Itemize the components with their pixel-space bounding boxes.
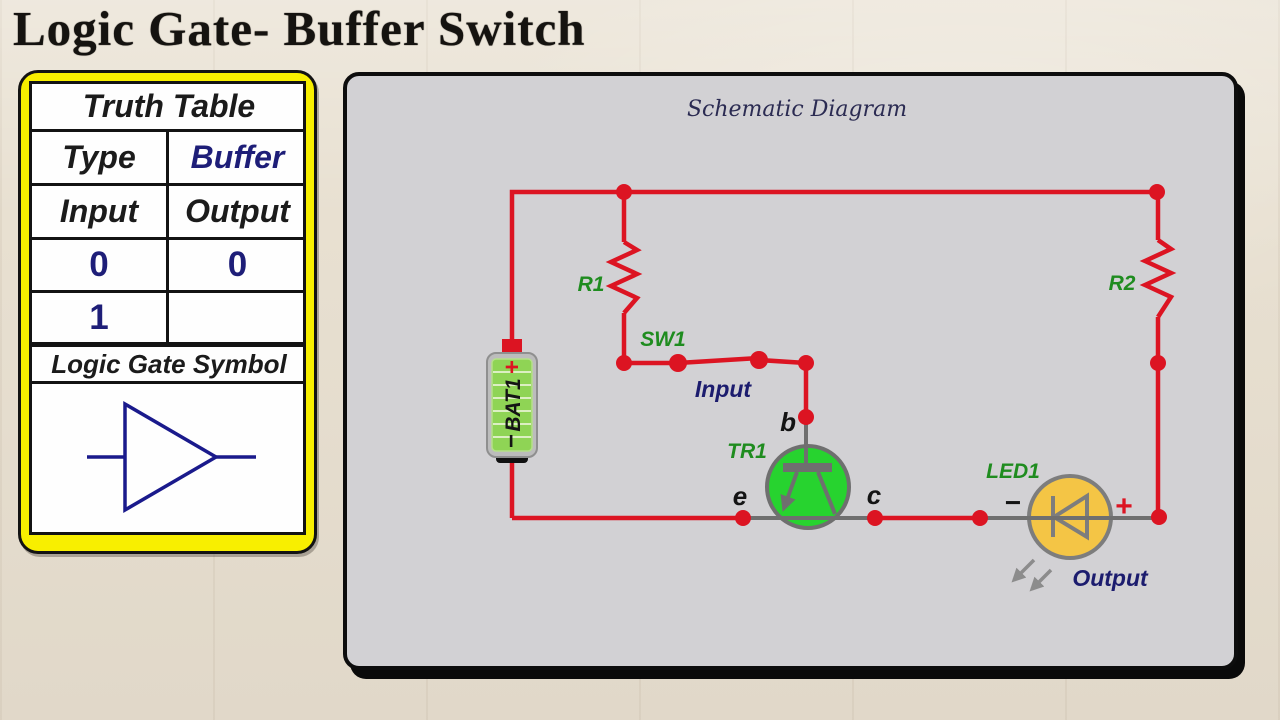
battery-label: BAT1 <box>502 378 525 431</box>
transistor-tr1-label: TR1 <box>727 440 767 463</box>
base-node-dot <box>798 409 814 425</box>
gate-type-value: Buffer <box>190 139 285 175</box>
input-value-0: 0 <box>89 245 109 284</box>
battery-cell-lines <box>493 371 531 438</box>
output-column-header: Output <box>185 193 290 229</box>
resistor-r1-zigzag <box>605 240 643 315</box>
truth-table-panel: Truth Table Type Buffer Input Output 0 0… <box>18 70 317 554</box>
output-label: Output <box>1072 565 1149 591</box>
battery-cell-area <box>491 358 533 452</box>
led-minus-sign: − <box>1005 487 1021 518</box>
logic-gate-symbol-cell <box>32 384 306 532</box>
emitter-pin-label: e <box>733 481 747 511</box>
schematic-panel: Schematic Diagram <box>343 72 1238 670</box>
circuit-diagram: Schematic Diagram <box>486 97 1177 592</box>
type-label: Type <box>62 139 136 175</box>
truth-table-header-row: Truth Table <box>32 84 306 132</box>
led-cathode-dot <box>972 510 988 526</box>
schematic-title: Schematic Diagram <box>687 97 907 122</box>
resistor-r2-label: R2 <box>1109 272 1136 295</box>
junction-dots <box>616 184 1167 526</box>
led-plus-sign: + <box>1115 490 1133 523</box>
emitter-arrow <box>780 471 799 512</box>
output-value-0: 0 <box>227 245 248 284</box>
switch-contact-dot[interactable] <box>669 354 687 372</box>
resistor-r1-label: R1 <box>578 273 605 296</box>
type-row: Type Buffer <box>32 132 306 186</box>
logic-gate-symbol-caption: Logic Gate Symbol <box>51 348 287 379</box>
collector-node-dot <box>867 510 883 526</box>
battery-bat1: BAT1 + − <box>486 339 538 463</box>
junction-dot <box>798 355 814 371</box>
switch-lever[interactable] <box>677 355 760 366</box>
io-header-row: Input Output <box>32 186 306 240</box>
base-pin-label: b <box>780 407 796 437</box>
junction-dot <box>1149 184 1165 200</box>
led-light-arrow <box>1029 568 1053 592</box>
page-title: Logic Gate- Buffer Switch <box>13 1 586 56</box>
collector-pin-label: c <box>867 480 882 510</box>
symbol-caption-row: Logic Gate Symbol <box>32 347 306 384</box>
junction-dot <box>1150 355 1166 371</box>
switch-contact-dot[interactable] <box>750 351 768 369</box>
transistor-tr1 <box>765 420 851 530</box>
buffer-gate-icon <box>87 400 256 514</box>
battery-minus-sign: − <box>498 434 525 448</box>
led-led1-label: LED1 <box>986 460 1040 483</box>
transistor-base-bar <box>783 463 832 472</box>
switch-sw1-label: SW1 <box>640 328 686 351</box>
battery-positive-terminal <box>502 339 522 355</box>
input-value-1: 1 <box>89 297 109 337</box>
junction-dot <box>616 184 632 200</box>
battery-plus-sign: + <box>499 360 526 374</box>
led-anode-dot <box>1151 509 1167 525</box>
input-label: Input <box>695 376 753 402</box>
resistor-r2-zigzag <box>1139 238 1177 319</box>
input-column-header: Input <box>59 193 139 229</box>
emitter-node-dot <box>735 510 751 526</box>
table-row: 1 <box>32 293 306 347</box>
collector-lead <box>816 471 837 515</box>
switch-pole-dot <box>616 355 632 371</box>
truth-table-title: Truth Table <box>82 88 256 124</box>
led-light-arrow <box>1011 558 1036 583</box>
truth-table: Truth Table Type Buffer Input Output 0 0… <box>29 81 306 535</box>
table-row: 0 0 <box>32 240 306 293</box>
